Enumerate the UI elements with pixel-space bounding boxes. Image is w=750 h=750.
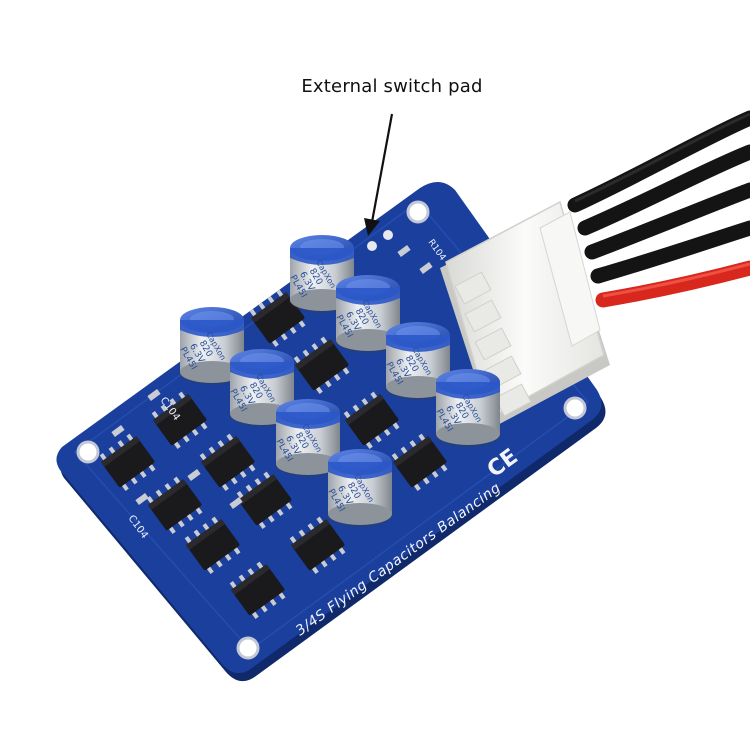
switch-pad (367, 230, 393, 251)
capacitor-c3: CapXon 820 6.3V PL45I (177, 307, 245, 385)
capacitor-c1: CapXon 820 6.3V PL45I (287, 235, 355, 313)
capacitor-c5: CapXon 820 6.3V PL45I (227, 349, 295, 427)
capacitor-c7: CapXon 820 6.3V PL45I (273, 399, 341, 477)
pointer-arrow (364, 113, 394, 236)
capacitors: CapXon 820 6.3V PL45I CapXon 820 6.3V PL… (177, 235, 501, 527)
mounting-holes (76, 200, 587, 660)
annotation-label: External switch pad (301, 76, 483, 97)
capacitor-c4: CapXon 820 6.3V PL45I (383, 322, 451, 400)
capacitor-c8: CapXon 820 6.3V PL45I (325, 449, 393, 527)
wire-bundle (567, 110, 750, 308)
capacitor-c6: CapXon 820 6.3V PL45I (433, 369, 501, 447)
capacitor-c2: CapXon 820 6.3V PL45I (333, 275, 401, 353)
